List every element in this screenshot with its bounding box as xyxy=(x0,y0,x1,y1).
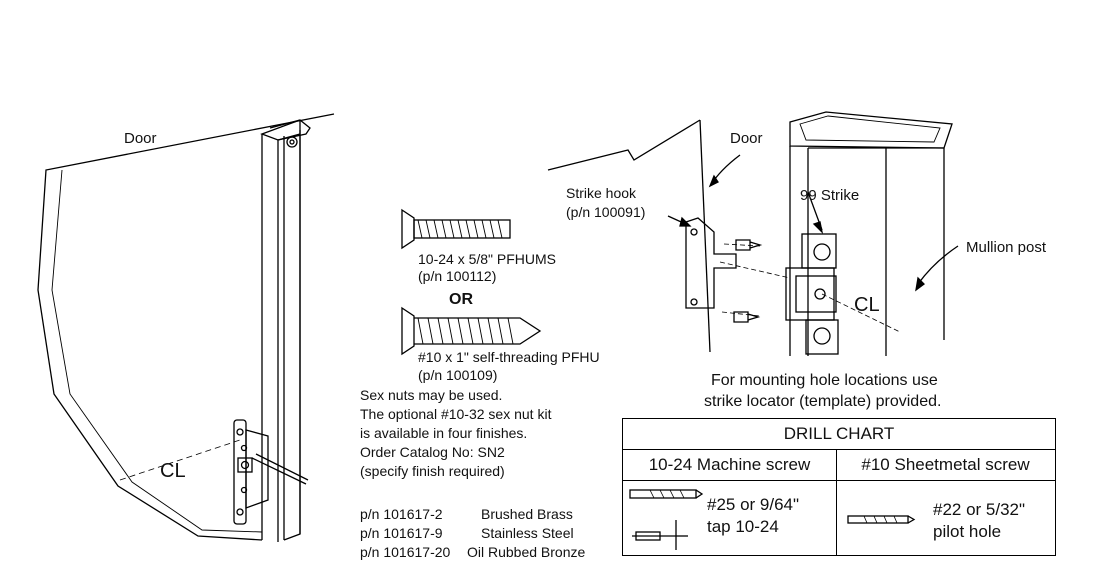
screw1-part-number: (p/n 100112) xyxy=(418,268,497,284)
machine-drill-size: #25 or 9/64" xyxy=(707,495,800,514)
column-divider xyxy=(836,480,837,555)
pilot-drill-bit-icon xyxy=(847,515,916,524)
finish-name: Stainless Steel xyxy=(481,525,574,541)
strike-hook-drawing xyxy=(667,215,791,323)
right-centerline-label: CL xyxy=(854,294,880,316)
left-door-label: Door xyxy=(124,130,157,147)
or-label: OR xyxy=(449,291,473,308)
tap-tool-icon xyxy=(632,520,688,550)
mounting-instruction-line1: For mounting hole locations use xyxy=(711,372,938,389)
left-centerline-label: CL xyxy=(160,460,186,482)
finish-part-number: p/n 101617-2 xyxy=(360,506,443,522)
finish-part-number: p/n 101617-20 xyxy=(360,544,451,560)
screw2-part-number: (p/n 100109) xyxy=(418,367,498,383)
left-door-drawing xyxy=(37,113,335,541)
right-door-label: Door xyxy=(730,130,763,147)
mounting-instruction-line2: strike locator (template) provided. xyxy=(704,393,942,410)
finish-part-number: p/n 101617-9 xyxy=(360,525,443,541)
drill-chart-title: DRILL CHART xyxy=(623,419,1055,450)
note-line: Order Catalog No: SN2 xyxy=(360,444,505,460)
mullion-post-drawing xyxy=(789,111,959,356)
sheetmetal-drill-size: #22 or 5/32" xyxy=(933,500,1026,519)
sheetmetal-screw-header: #10 Sheetmetal screw xyxy=(836,450,1055,481)
left-strike-hardware xyxy=(233,419,309,525)
screw2-description: #10 x 1" self-threading PFHU xyxy=(418,349,600,365)
machine-screw-header: 10-24 Machine screw xyxy=(623,450,837,481)
strike-hook-part-number: (p/n 100091) xyxy=(566,204,646,220)
screw1-description: 10-24 x 5/8" PFHUMS xyxy=(418,251,557,267)
mullion-post-label: Mullion post xyxy=(966,239,1047,256)
sheetmetal-pilot-hole: pilot hole xyxy=(933,522,1002,541)
note-line: (specify finish required) xyxy=(360,463,505,479)
finish-name: Brushed Brass xyxy=(481,506,573,522)
left-jamb-drawing xyxy=(260,119,311,542)
note-line: The optional #10-32 sex nut kit xyxy=(360,406,552,422)
note-line: Sex nuts may be used. xyxy=(360,387,503,403)
note-line: is available in four finishes. xyxy=(360,425,528,441)
drill-bit-icon xyxy=(629,489,704,499)
strike-hook-label: Strike hook xyxy=(566,185,637,201)
drill-chart: DRILL CHART 10-24 Machine screw #10 Shee… xyxy=(622,418,1056,556)
99-strike-drawing xyxy=(785,191,901,355)
machine-tap-size: tap 10-24 xyxy=(707,517,779,536)
finish-name: Oil Rubbed Bronze xyxy=(467,544,586,560)
right-door-drawing xyxy=(547,119,741,353)
99-strike-label: 99 Strike xyxy=(800,187,860,204)
machine-screw-drawing xyxy=(401,208,511,250)
self-threading-screw-drawing xyxy=(401,306,542,356)
